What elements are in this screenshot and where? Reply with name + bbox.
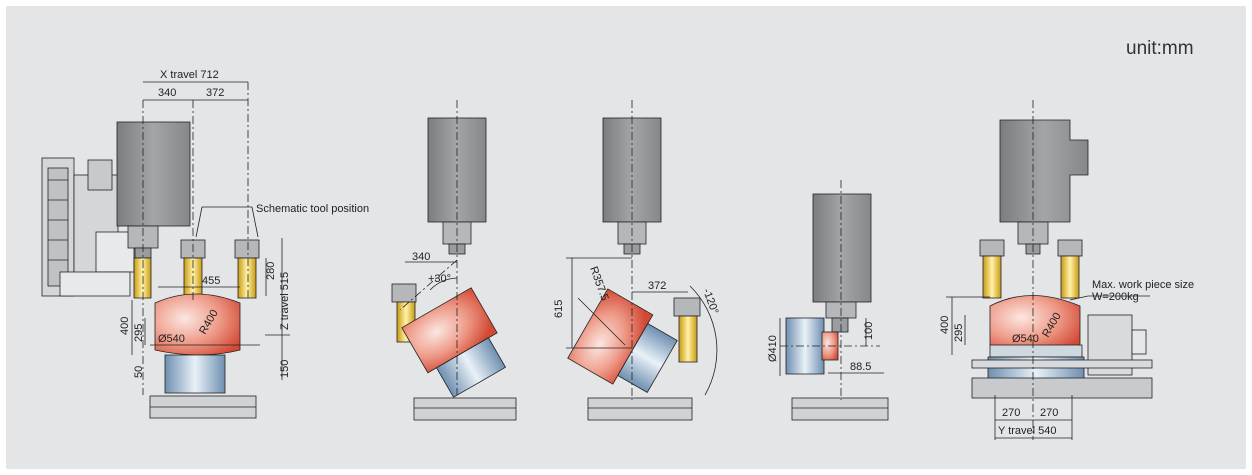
label-x-travel: X travel 712 xyxy=(160,69,219,81)
label-schematic: Schematic tool position xyxy=(256,203,369,215)
label-minus120: -120° xyxy=(700,287,720,316)
view-y-travel: Max. work piece size W=200kg 400 295 Ø54… xyxy=(939,100,1194,440)
label-y-travel: Y travel 540 xyxy=(998,425,1057,437)
label-455: 455 xyxy=(202,275,220,287)
spindle-head xyxy=(116,121,191,227)
label-150: 150 xyxy=(279,360,291,378)
label-100: 100 xyxy=(863,322,875,340)
label-z-travel: Z travel 515 xyxy=(279,272,291,330)
label-295-e: 295 xyxy=(953,324,965,342)
rotary-table-red xyxy=(154,293,241,356)
label-x-left: 340 xyxy=(158,87,176,99)
label-x-right: 372 xyxy=(206,87,224,99)
label-270-l: 270 xyxy=(1002,407,1020,419)
label-540-e: Ø540 xyxy=(1012,333,1039,345)
label-340-b: 340 xyxy=(412,251,430,263)
label-r357: R357.5 xyxy=(587,265,610,302)
view-front-travel: X travel 712 340 372 Schematic tool posi… xyxy=(41,69,369,419)
label-maxwp-1: Max. work piece size xyxy=(1092,279,1194,291)
label-50: 50 xyxy=(133,366,145,378)
label-maxwp-2: W=200kg xyxy=(1092,291,1139,303)
label-410: Ø410 xyxy=(767,335,779,362)
label-270-r: 270 xyxy=(1040,407,1058,419)
view-tilt-minus120: 615 R357.5 372 -120° xyxy=(553,100,720,421)
label-295-a: 295 xyxy=(133,324,145,342)
label-400-e: 400 xyxy=(939,316,951,334)
view-tilt-plus30: 340 +30° xyxy=(391,100,517,421)
label-plus30: +30° xyxy=(428,273,451,285)
label-540-a: Ø540 xyxy=(158,333,185,345)
unit-label: unit:mm xyxy=(1126,38,1194,59)
label-280: 280 xyxy=(265,262,277,280)
label-372-c: 372 xyxy=(648,280,666,292)
label-615: 615 xyxy=(553,300,565,318)
label-88: 88.5 xyxy=(850,361,871,373)
label-400-a: 400 xyxy=(119,317,131,335)
view-side-90: Ø410 100 88.5 xyxy=(767,180,889,421)
